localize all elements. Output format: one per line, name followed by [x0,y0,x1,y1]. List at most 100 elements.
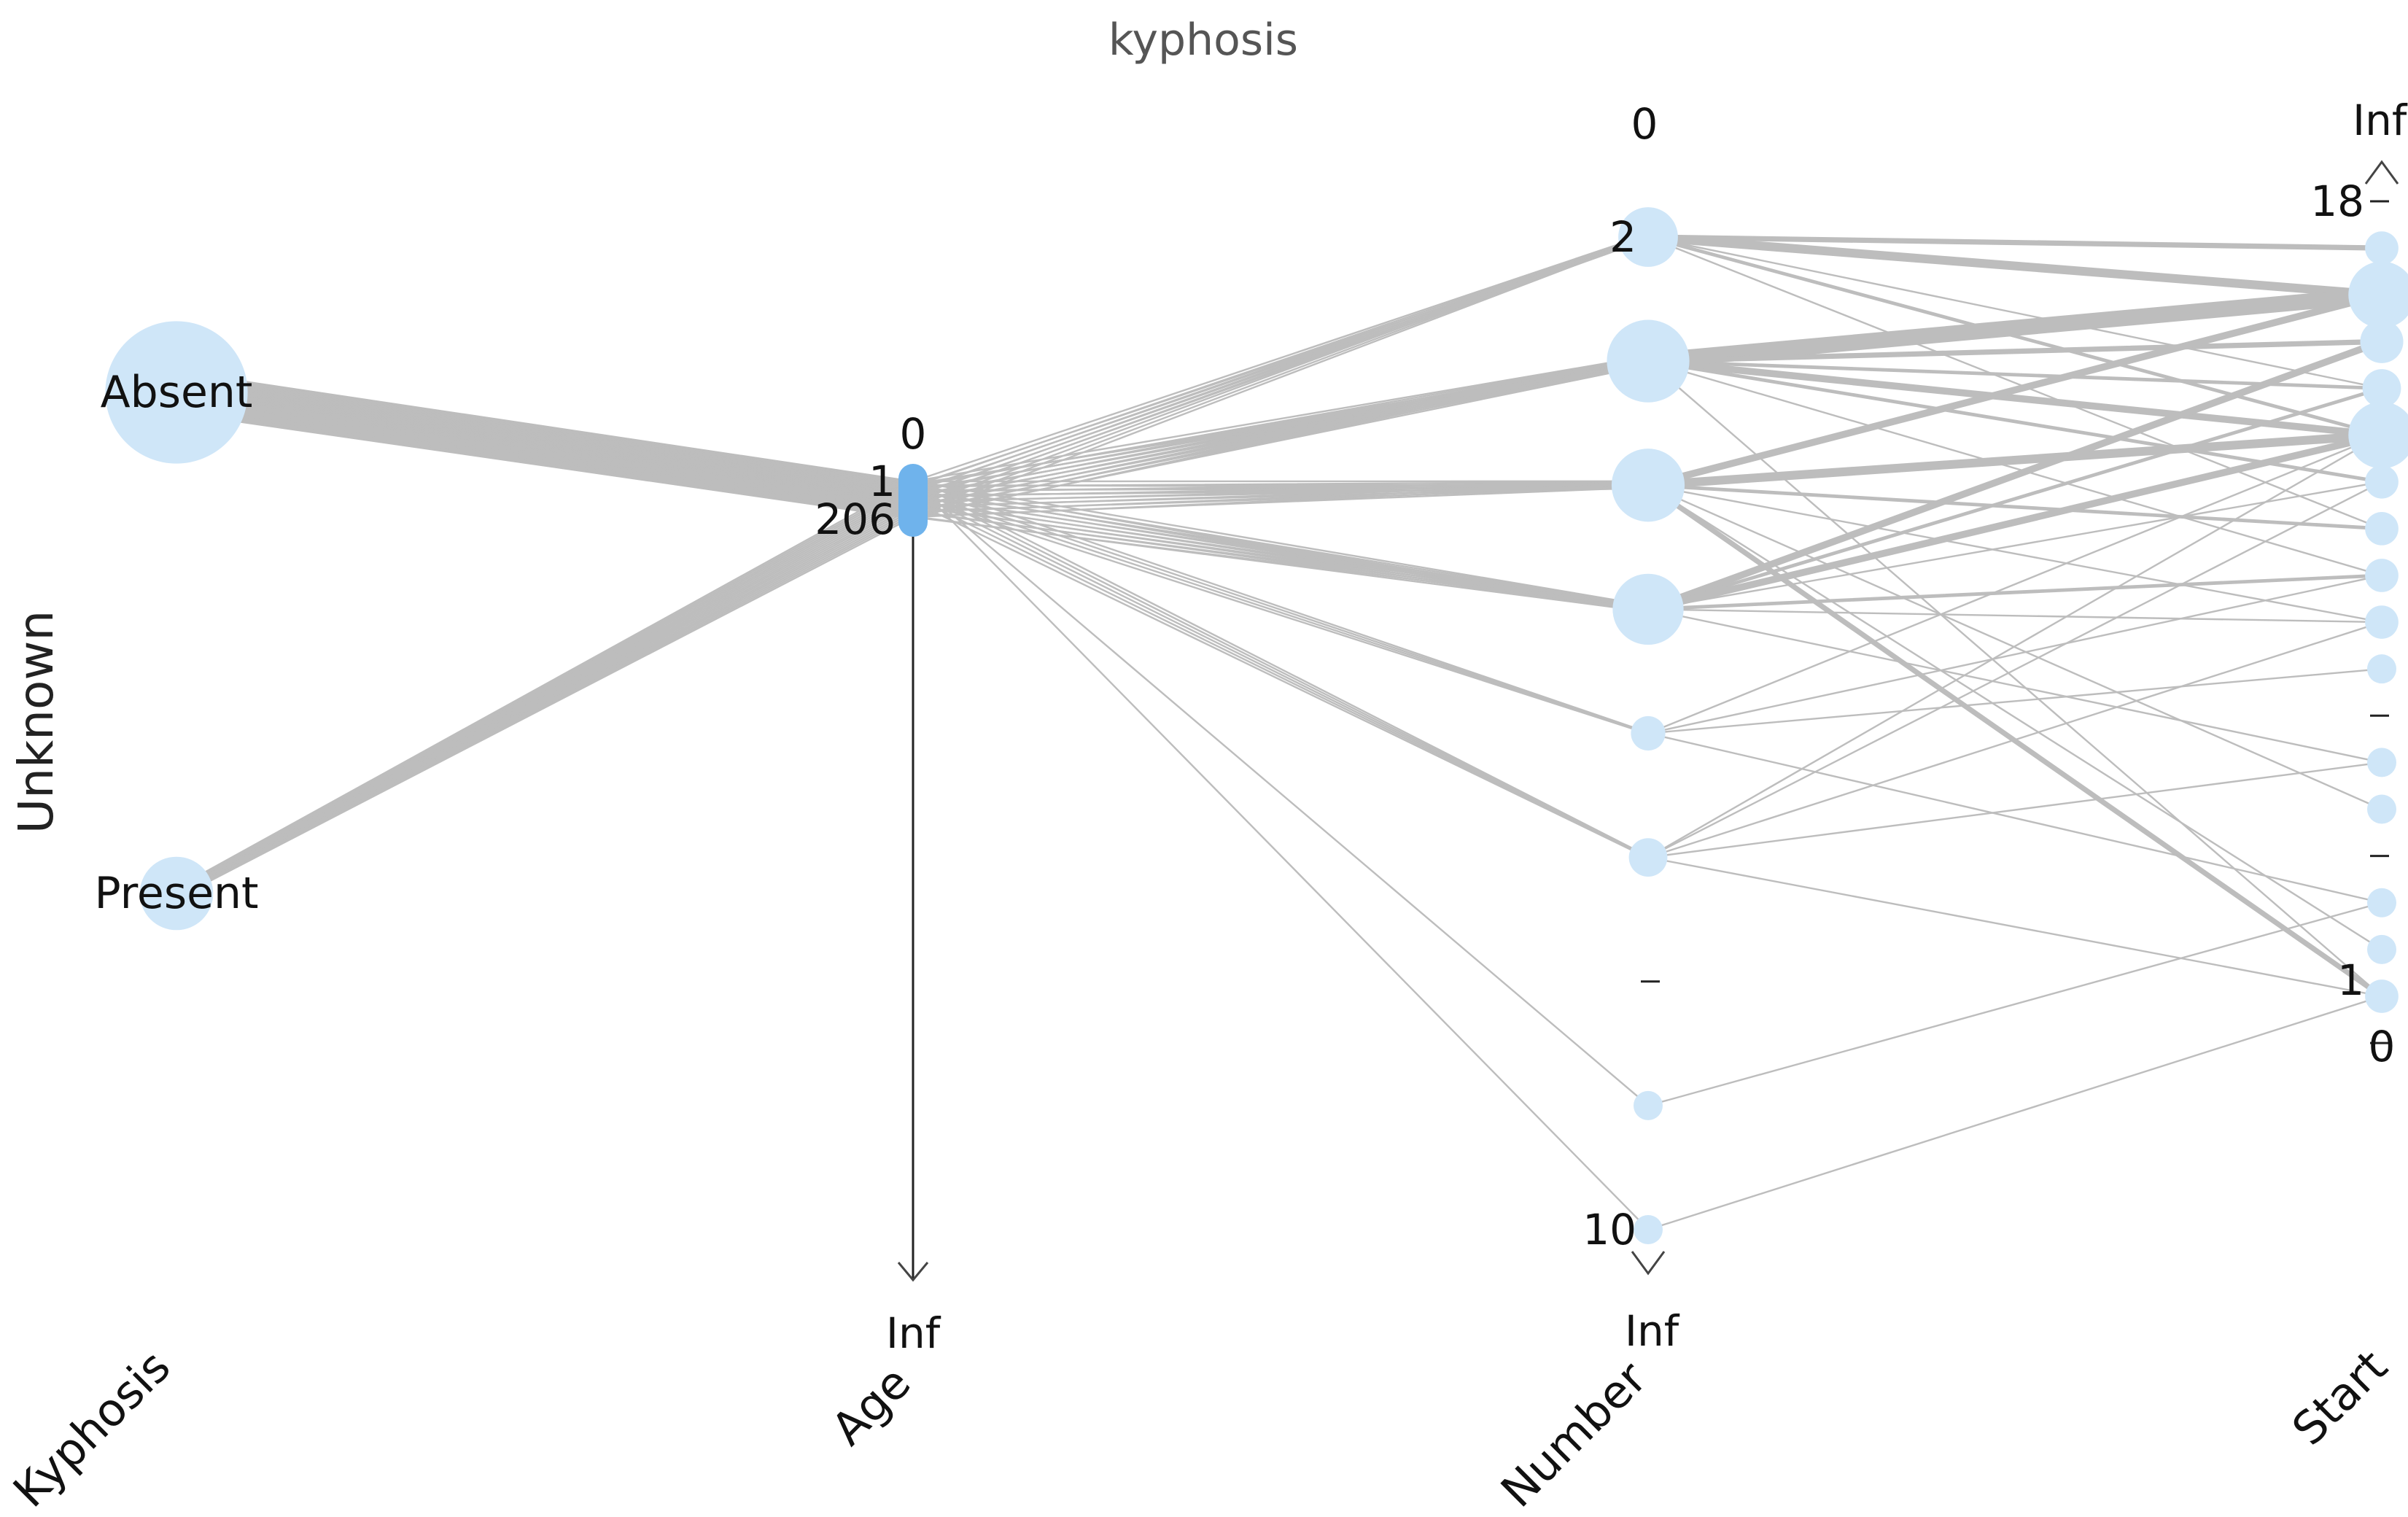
node-number-2[interactable] [1618,207,1678,267]
polyline-number-start [1644,338,2385,613]
polyline-number-start [1647,608,2383,624]
tick-label-start-1: 1 [2337,955,2364,1005]
polyline-number-start [1647,236,2383,530]
polyline-number-start [1647,995,2383,1231]
polyline-number-start [1647,667,2383,734]
polyline-number-start [1647,484,2383,951]
node-start-10[interactable] [2365,559,2399,592]
polyline-age-number [912,480,1650,734]
polyline-age-number [912,485,1650,734]
node-start-17[interactable] [2365,231,2399,265]
axis-bottom-label-start: 0 [2369,1022,2396,1071]
polyline-number-start [1640,287,2390,370]
polyline-age-number [912,362,1650,502]
polyline-number-start [1647,901,2383,1107]
polyline-number-start [1644,431,2385,613]
node-start-2[interactable] [2367,934,2396,964]
polyline-number-start [1647,481,2383,610]
axis-arrow-number[interactable] [1631,1251,1666,1276]
polyline-number-start [1647,434,2383,858]
node-start-15[interactable] [2360,319,2404,363]
polyline-age-number [912,238,1650,497]
polyline-age-number [912,484,1650,489]
node-start-16[interactable] [2348,261,2408,328]
axis-arrow-age[interactable] [897,1262,929,1282]
polyline-age-number [912,490,1650,734]
node-number-6[interactable] [1631,715,1666,751]
node-kyphosis-absent[interactable] [105,321,248,464]
polyline-age-number [912,487,1650,497]
chart-title: kyphosis [1108,15,1298,66]
polyline-age-number [912,480,1650,1106]
polyline-age-number [912,489,1650,614]
polyline-number-start [1644,430,2386,490]
polyline-number-start [1647,608,2383,764]
polyline-number-start [1647,856,2383,998]
polyline-number-start [1647,236,2383,389]
polyline-age-number [912,490,1650,858]
polyline-layer [175,233,2390,1231]
polyline-age-number [912,238,1650,503]
node-start-1[interactable] [2365,979,2399,1013]
polyline-age-number [912,355,1650,483]
polyline-kyphosis-age [175,411,914,520]
polyline-age-number [912,500,1650,859]
node-number-7[interactable] [1628,838,1668,877]
node-start-3[interactable] [2367,888,2396,917]
polyline-number-start [1646,573,2384,611]
axis-top-label-age: 0 [900,409,927,459]
polyline-number-start [1645,482,2385,999]
node-number-4[interactable] [1611,449,1685,522]
polyline-number-start [1645,338,2385,364]
polyline-age-number [912,365,1650,486]
polyline-number-start [1647,360,2383,998]
polyline-age-number [912,485,1650,858]
polyline-number-start [1647,574,2383,734]
node-start-14[interactable] [2362,369,2401,408]
tick-label-age: 206 [815,494,896,544]
axis-bottom-label-number: Inf [1625,1306,1680,1356]
category-label-present: Present [94,868,258,919]
axis-name-number: Number [1491,1351,1657,1517]
axis-bottom-label-age: Inf [886,1308,941,1358]
node-start-12[interactable] [2365,465,2399,499]
axis-top-label-start: Inf [2353,96,2408,145]
polyline-number-start [1647,732,2383,904]
axis-name-kyphosis: Kyphosis [3,1340,180,1517]
polyline-number-start [1647,761,2383,858]
polyline-number-start [1644,233,2386,300]
polyline-number-start [1647,484,2383,624]
node-start-9[interactable] [2365,605,2399,639]
polyline-kyphosis-age [175,516,914,899]
category-label-absent: Absent [101,367,253,418]
polyline-number-start [1647,360,2383,577]
node-number-9[interactable] [1634,1090,1663,1120]
polyline-number-start [1647,481,2383,858]
node-kyphosis-present[interactable] [139,856,214,931]
axis-name-start: Start [2282,1340,2398,1456]
polyline-age-number [912,515,1650,613]
brush-age[interactable] [898,464,928,537]
axis-top-label-number: 0 [1631,99,1658,149]
node-start-11[interactable] [2365,511,2399,546]
polyline-number-start [1647,434,2383,734]
node-start-13[interactable] [2348,401,2408,469]
axis-name-age: Age [821,1356,920,1455]
tick-label-number-2: 2 [1609,212,1636,262]
node-start-6[interactable] [2367,748,2396,777]
node-start-8[interactable] [2367,654,2396,684]
node-number-3[interactable] [1607,319,1690,403]
node-number-10[interactable] [1634,1215,1663,1244]
polyline-age-number [912,237,1650,492]
node-start-5[interactable] [2367,794,2396,824]
axis-arrow-start[interactable] [2364,160,2399,185]
polyline-age-number [912,510,1650,613]
polyline-age-number [912,495,1650,859]
polyline-number-start [1646,235,2384,437]
polyline-age-number [912,480,1650,858]
polyline-age-number [912,362,1650,492]
node-number-5[interactable] [1612,573,1684,645]
polyline-age-number [912,237,1650,487]
polyline-number-start [1647,621,2383,858]
